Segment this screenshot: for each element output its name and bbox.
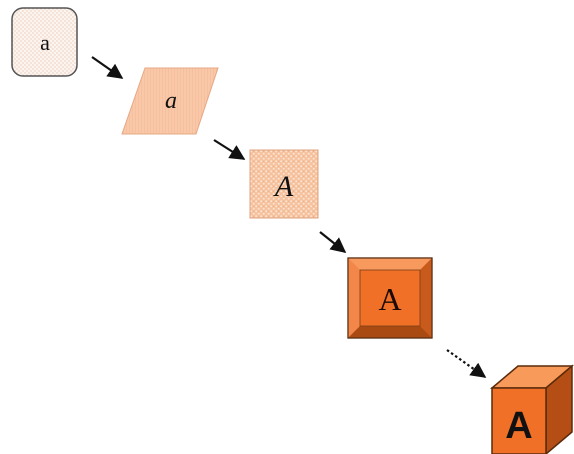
stage-4-bevel-button: A xyxy=(347,257,433,339)
stage-2-label: a xyxy=(165,88,177,114)
stage-5-label: A xyxy=(505,405,532,447)
stage-5-cube: A xyxy=(489,364,574,454)
arrow-1 xyxy=(91,56,124,79)
stage-2-parallelogram: a xyxy=(121,67,219,135)
stage-1-rounded-square: a xyxy=(11,7,78,77)
stage-3-textured-square: A xyxy=(249,149,319,219)
arrow-2 xyxy=(213,139,246,160)
arrow-4-dotted xyxy=(446,349,487,378)
arrow-3 xyxy=(319,231,347,253)
stage-4-label: A xyxy=(378,281,401,317)
stage-1-label: a xyxy=(40,30,50,55)
stage-3-label: A xyxy=(273,170,294,203)
